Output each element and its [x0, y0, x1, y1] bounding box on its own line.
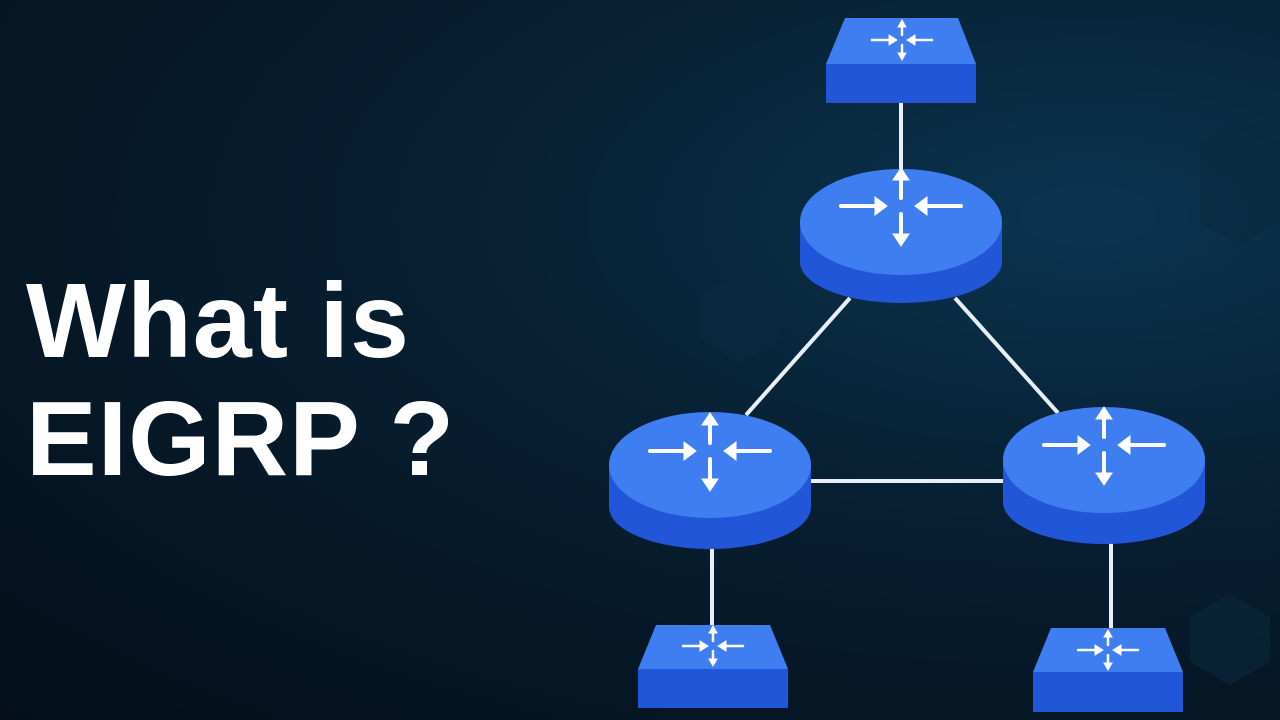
network-links [710, 103, 1113, 628]
title-line-1: What is [26, 262, 410, 380]
link-router-top-router-right [953, 296, 1060, 415]
router-top [800, 166, 1002, 303]
background-hexagons [700, 118, 1280, 685]
router-right [1003, 405, 1205, 544]
title-line-2: EIGRP ? [26, 380, 456, 498]
page-title: What is EIGRP ? [26, 262, 586, 498]
link-router-top-router-left [744, 296, 852, 417]
switch-bottom-right [1033, 628, 1183, 712]
switch-bottom-left [638, 624, 788, 708]
router-left [609, 411, 811, 549]
switch-top [826, 18, 976, 103]
